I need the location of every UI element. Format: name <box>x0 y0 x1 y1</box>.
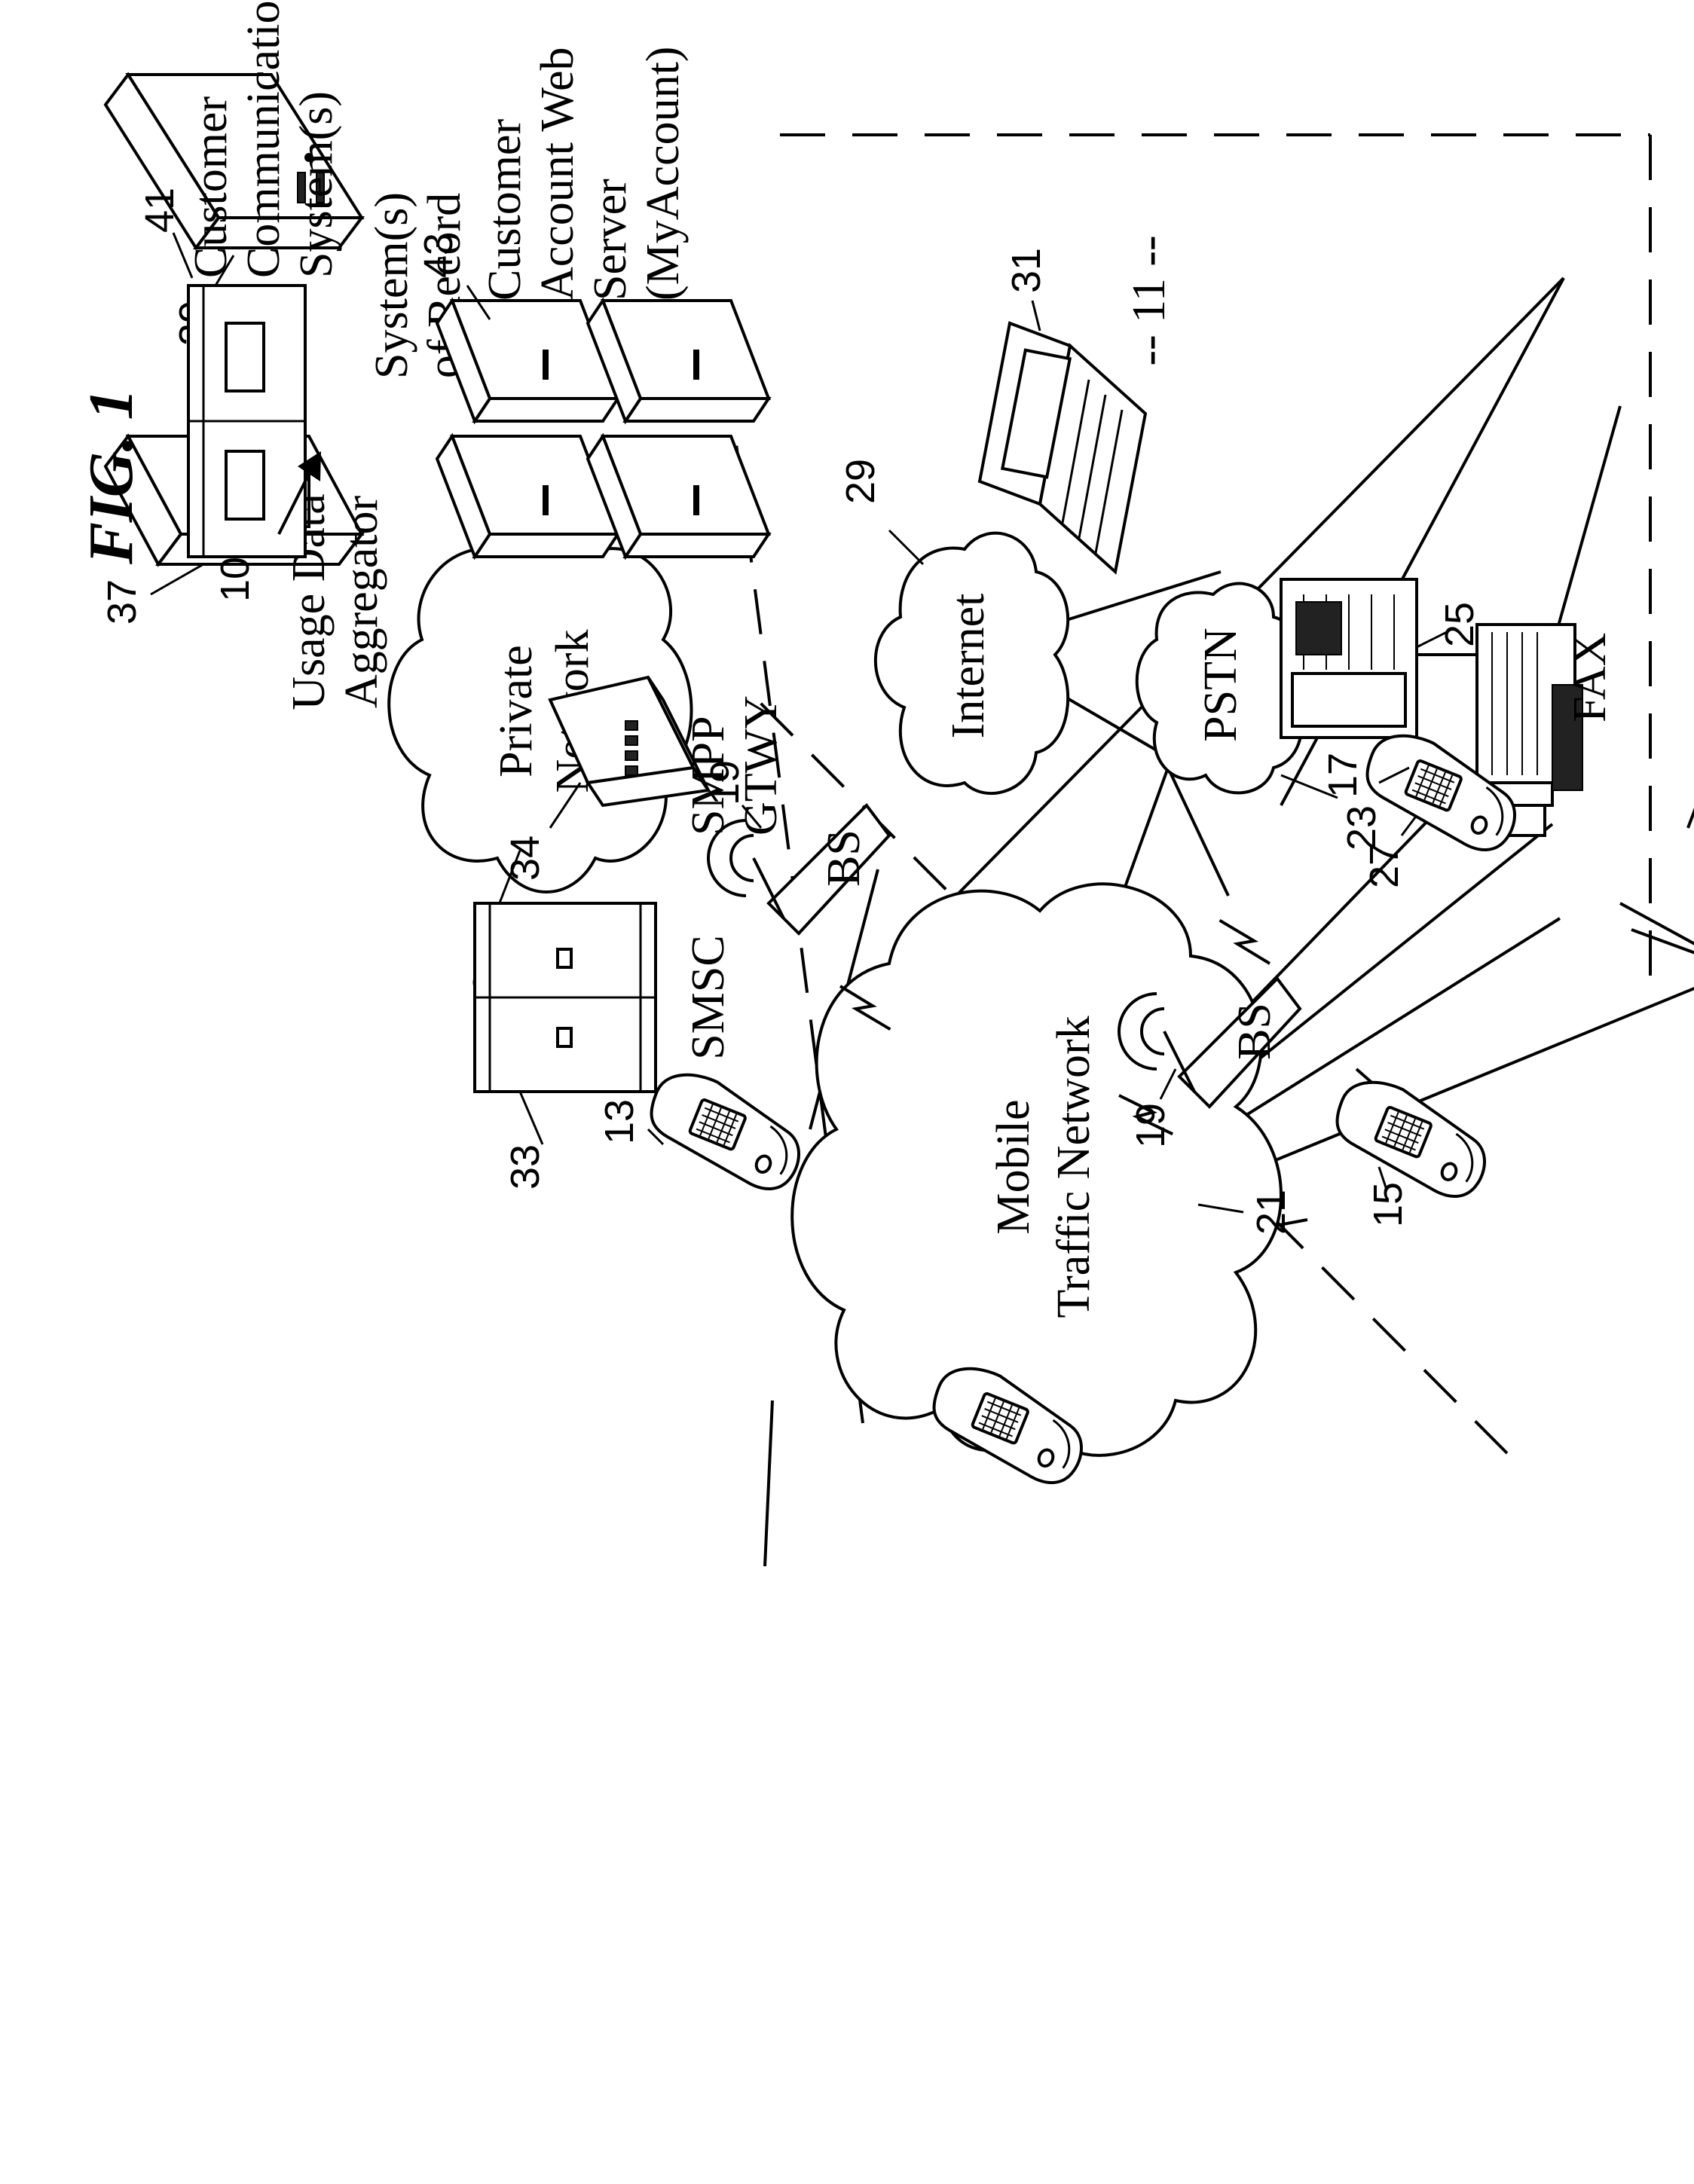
web-server-label-line2: Account Web <box>532 47 583 301</box>
mobile-network-label-line2: Traffic Network <box>1048 1016 1099 1318</box>
smpp-label-line1: SMPP <box>683 716 734 835</box>
ref-33: 33 <box>503 1144 548 1190</box>
mobile-handset-15 <box>1322 1068 1503 1207</box>
ref-31: 31 <box>1004 248 1049 293</box>
web-server-label-line3: Server <box>585 179 636 301</box>
customer-communication-system <box>187 284 307 558</box>
ref-25: 25 <box>1437 602 1482 647</box>
mobile-traffic-network-cloud: Mobile Traffic Network <box>790 882 1283 1457</box>
usage-aggregator-label-line2: Aggregator <box>336 495 387 708</box>
system-of-record-server <box>103 72 365 251</box>
ref-27: 27 <box>1362 843 1407 888</box>
mobile-network-label-line1: Mobile <box>988 1099 1039 1234</box>
pstn-label: PSTN <box>1195 628 1246 742</box>
telephone <box>1280 578 1418 739</box>
ref-41: 41 <box>137 188 182 233</box>
ref-15: 15 <box>1365 1182 1411 1227</box>
ref-17: 17 <box>1320 753 1365 798</box>
ref-37: 37 <box>99 579 145 625</box>
figure-title: FIG. 1 <box>76 389 146 565</box>
ref-34: 34 <box>503 835 548 881</box>
customer-comm-label-line2: Communication <box>238 0 289 278</box>
laptop-computer <box>977 321 1148 575</box>
ref-23: 23 <box>1339 805 1384 851</box>
mobile-handset-13 <box>636 1061 817 1199</box>
pstn-cloud: PSTN <box>1135 582 1338 799</box>
bs-lower-label: BS <box>1229 1003 1280 1060</box>
web-server-label-line4: (MyAccount) <box>638 47 689 301</box>
system-ref-arrow <box>277 451 321 535</box>
smpp-label-line2: GTWY <box>735 695 787 835</box>
ref-10: 10 <box>213 557 258 602</box>
ref-19-upper: 19 <box>702 760 748 805</box>
internet-cloud: Internet <box>873 529 1070 796</box>
customer-comm-label-line3: System(s) <box>291 91 342 278</box>
smsc-server <box>473 902 657 1093</box>
ref-21: 21 <box>1249 1190 1294 1235</box>
base-station-upper: BS <box>707 802 891 936</box>
system-of-record-label-line1: System(s) <box>366 192 417 379</box>
smpp-gateway <box>548 675 711 808</box>
region-label: -- 11 -- <box>1124 235 1175 365</box>
fax-label: FAX <box>1564 633 1616 722</box>
internet-label: Internet <box>943 594 994 739</box>
bs-upper-label: BS <box>818 829 870 887</box>
ref-29: 29 <box>838 459 883 504</box>
customer-comm-label-line1: Customer <box>185 96 237 278</box>
ref-13: 13 <box>597 1099 642 1144</box>
web-server-label-line1: Customer <box>479 119 531 301</box>
customer-account-web-server <box>435 297 772 561</box>
smsc-label: SMSC <box>683 935 734 1059</box>
private-network-label-line1: Private <box>491 645 542 777</box>
ref-43: 43 <box>416 233 461 278</box>
base-station-lower: BS <box>1118 976 1302 1109</box>
